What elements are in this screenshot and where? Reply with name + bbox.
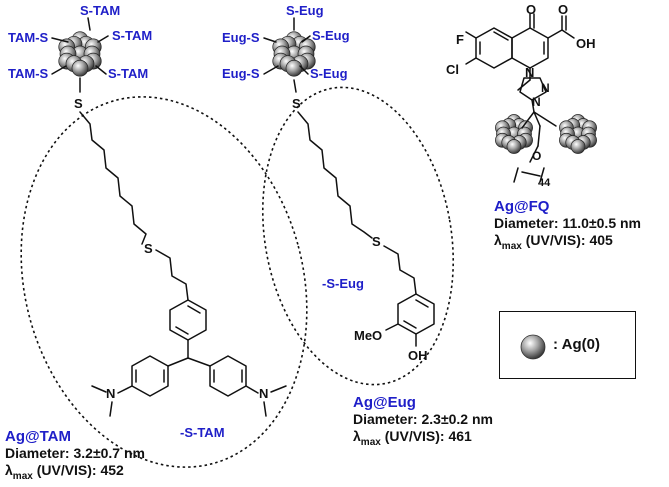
silver-atom [285, 59, 303, 77]
tam-lambda-value: 452 [100, 462, 124, 478]
tam-aryl-ring-left [131, 355, 169, 397]
fq-silver-nanocluster-left [495, 114, 533, 154]
legend-box: : Ag(0) [499, 311, 636, 379]
tam-ligand-lower-right: S-TAM [108, 66, 148, 81]
fq-title: Ag@FQ [494, 198, 550, 215]
tam-ligand-top: S-TAM [80, 3, 120, 18]
eug-ligand-ellipse [261, 86, 455, 386]
eug-diameter-label: Diameter: [353, 411, 418, 427]
tam-cluster-bonds [51, 17, 109, 93]
tam-silver-nanocluster [58, 31, 102, 77]
tam-ligand-ellipse [20, 96, 308, 468]
fq-fluorine: F [456, 32, 464, 47]
eug-cluster-bonds [263, 17, 311, 93]
silver-atom [71, 59, 89, 77]
fq-peg-oxygen: O [532, 149, 541, 163]
eug-ligand-lower-left: Eug-S [222, 66, 260, 81]
fq-peg-repeat: 44 [538, 177, 551, 189]
eug-ligand-labels: S-Eug Eug-S S-Eug Eug-S S-Eug [222, 3, 350, 81]
tam-alkyl-chain [79, 111, 147, 245]
eug-propyl-chain [383, 245, 417, 295]
eug-hydroxyl: OH [408, 348, 428, 363]
fq-diameter-label: Diameter: [494, 215, 559, 231]
fq-quinolone-structure [465, 13, 575, 183]
tam-sulfur-mid: S [144, 241, 153, 256]
tam-propyl-chain [155, 249, 189, 301]
tam-ligand-labels: S-TAM TAM-S S-TAM TAM-S S-TAM [8, 3, 152, 81]
eug-sulfur-top: S [292, 96, 301, 111]
fq-carboxyl-oh: OH [576, 36, 596, 51]
tam-ligand-upper-right: S-TAM [112, 28, 152, 43]
tam-ligand-tag: -S-TAM [180, 425, 225, 440]
tam-lambda-row: λmax (UV/VIS): 452 [5, 462, 145, 485]
tam-diameter-label: Diameter: [5, 445, 70, 461]
eug-alkyl-chain [297, 111, 373, 239]
tam-title: Ag@TAM [5, 428, 71, 445]
tam-lambda-label: (UV/VIS): [36, 462, 97, 478]
eug-info-block: Ag@Eug Diameter: 2.3±0.2 nm λmax (UV/VIS… [353, 394, 493, 451]
eug-ligand-lower-right: S-Eug [310, 66, 348, 81]
fq-chlorine: Cl [446, 62, 459, 77]
eug-methoxy: MeO [354, 328, 382, 343]
tam-diameter-value: 3.2±0.7 nm [73, 445, 145, 461]
fq-diameter-value: 11.0±0.5 nm [562, 215, 641, 231]
tam-nitrogen-right: N [259, 386, 268, 401]
eug-sulfur-mid: S [372, 234, 381, 249]
fq-diameter-row: Diameter: 11.0±0.5 nm [494, 215, 641, 232]
silver-atom [570, 139, 586, 154]
fq-triazole-nitrogen-2: N [532, 95, 541, 109]
fq-lambda-row: λmax (UV/VIS): 405 [494, 232, 641, 255]
silver-atom [506, 139, 522, 154]
fq-lambda-sub: max [501, 240, 522, 252]
eug-lambda-label: (UV/VIS): [384, 428, 445, 444]
eug-title: Ag@Eug [353, 394, 416, 411]
eug-diameter-value: 2.3±0.2 nm [421, 411, 493, 427]
tam-ligand-upper-left: TAM-S [8, 30, 49, 45]
fq-lambda-value: 405 [589, 232, 613, 248]
fq-triazole-nitrogen-1: N [541, 81, 550, 95]
eug-lambda-value: 461 [448, 428, 472, 444]
eug-ligand-tag: -S-Eug [322, 276, 364, 291]
fq-quinolone-nitrogen: N [525, 65, 534, 80]
fq-silver-nanocluster-right [559, 114, 597, 154]
eug-ligand-top: S-Eug [286, 3, 324, 18]
tam-sulfur-top: S [74, 96, 83, 111]
eug-diameter-row: Diameter: 2.3±0.2 nm [353, 411, 493, 428]
eug-lambda-row: λmax (UV/VIS): 461 [353, 428, 493, 451]
eug-ligand-upper-right: S-Eug [312, 28, 350, 43]
tam-lambda-sub: max [12, 470, 33, 482]
eug-silver-nanocluster [272, 31, 316, 77]
tam-info-block: Ag@TAM Diameter: 3.2±0.7 nm λmax (UV/VIS… [5, 428, 145, 485]
tam-diameter-row: Diameter: 3.2±0.7 nm [5, 445, 145, 462]
tam-aryl-ring-right [209, 355, 247, 397]
silver-atom-icon [520, 334, 546, 360]
fq-lambda-label: (UV/VIS): [525, 232, 586, 248]
eug-lambda-symbol: λ [353, 428, 361, 444]
tam-nitrogen-left: N [106, 386, 115, 401]
fq-lambda-symbol: λ [494, 232, 502, 248]
eug-lambda-sub: max [360, 436, 381, 448]
fq-keto-oxygen: O [526, 2, 536, 17]
eug-ligand-upper-left: Eug-S [222, 30, 260, 45]
fq-info-block: Ag@FQ Diameter: 11.0±0.5 nm λmax (UV/VIS… [494, 198, 641, 255]
fq-acid-oxygen: O [558, 2, 568, 17]
legend-label: : Ag(0) [553, 336, 600, 353]
tam-lambda-symbol: λ [5, 462, 13, 478]
tam-ligand-lower-left: TAM-S [8, 66, 49, 81]
